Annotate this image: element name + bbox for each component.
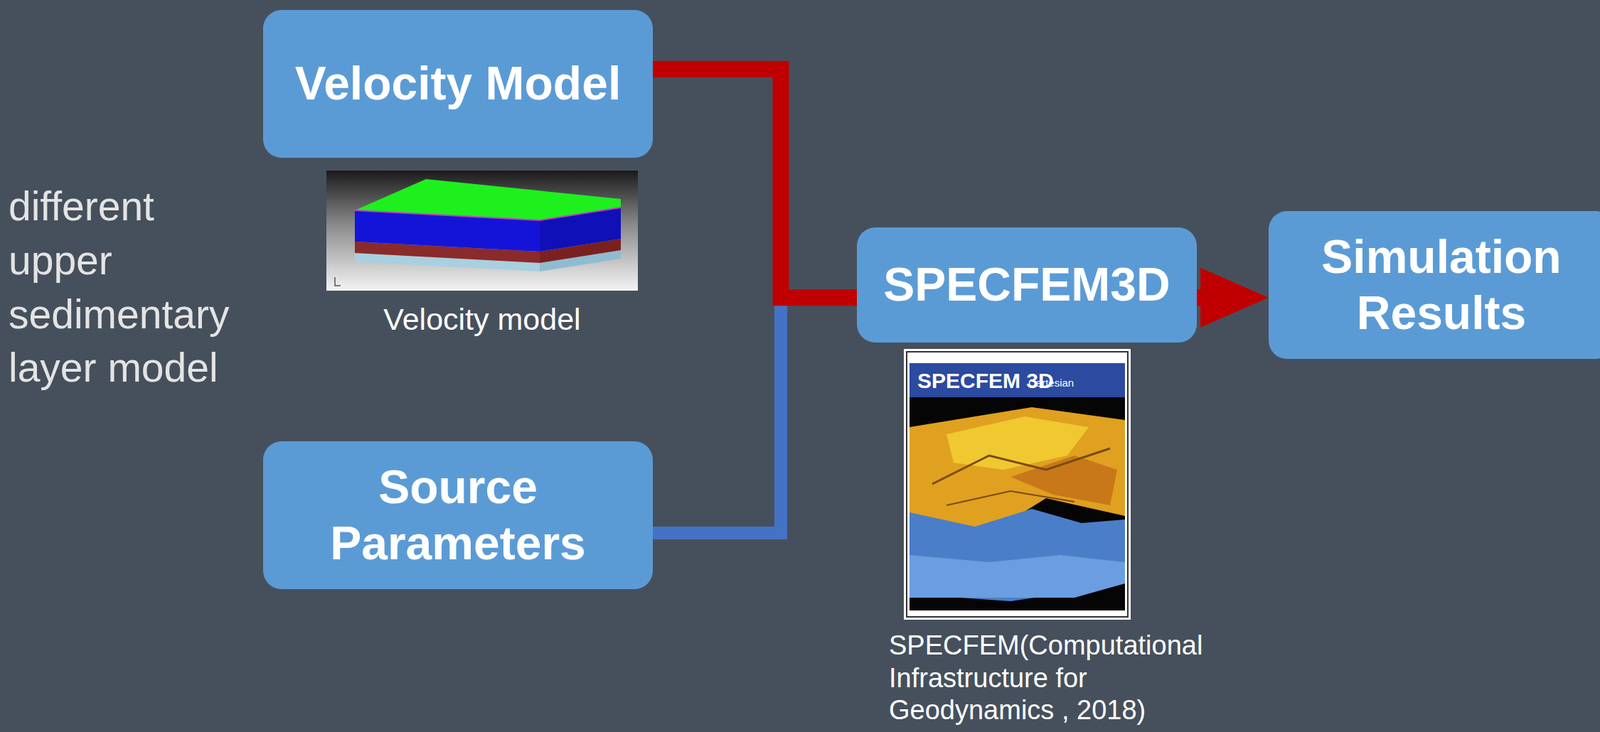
velocity-model-picture (326, 170, 638, 291)
side-note: different upper sedimentary layer model (8, 179, 237, 396)
process-box: Velocity Model (263, 9, 653, 158)
figure-caption: SPECFEM(Computational Infrastructure for… (888, 630, 1224, 728)
fault-line (932, 448, 1111, 485)
connector (1196, 268, 1269, 328)
box-label: SPECFEM3D (883, 256, 1170, 313)
sea (909, 509, 1125, 602)
layer-edge (354, 210, 540, 221)
arrowhead (1200, 268, 1269, 328)
connector-line (652, 297, 857, 534)
box-label: Simulation Results (1284, 228, 1598, 342)
cover-header-band (909, 363, 1125, 398)
cover-picture-ground (909, 397, 1125, 611)
axis-mark (334, 277, 341, 286)
figure-caption: Velocity model (321, 301, 643, 339)
cover-border (906, 352, 1128, 618)
process-box: Simulation Results (1268, 211, 1600, 360)
connector (652, 68, 857, 298)
cover-frame (903, 349, 1131, 621)
process-box: SPECFEM3D (856, 227, 1197, 343)
picture-ground (326, 170, 638, 291)
layer-edge (539, 207, 621, 221)
box-label: Source Parameters (280, 459, 636, 572)
box-label: Velocity Model (295, 55, 621, 112)
layer-green-top (354, 179, 621, 221)
connector (652, 297, 857, 534)
fault-line (946, 491, 1075, 506)
sea-light (909, 555, 1125, 599)
connector-line (652, 68, 857, 298)
cover-title: Cartesian (1028, 376, 1107, 390)
process-box: Source Parameters (263, 441, 653, 590)
